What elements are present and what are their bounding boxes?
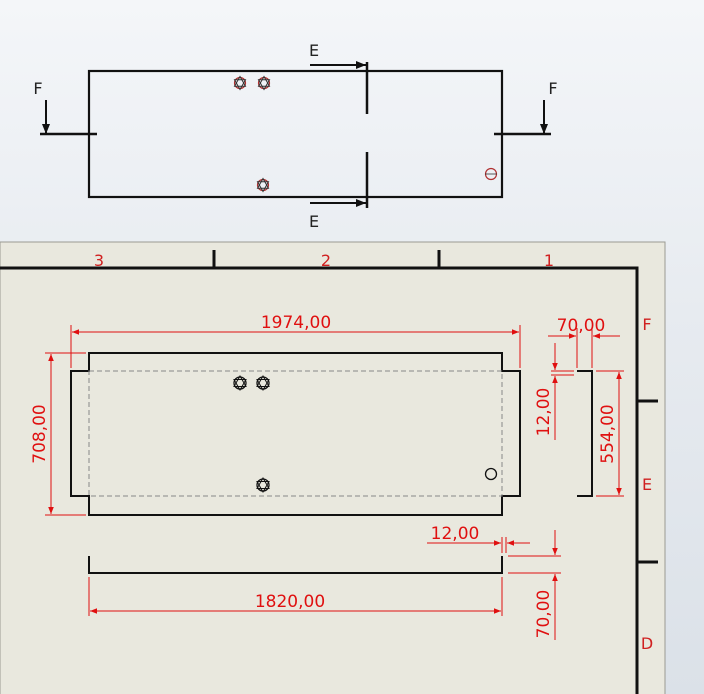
- dimension-annotations: 1974,00 708,00 70,00 12,00 554,00 12,00: [30, 313, 624, 640]
- section-label-f-left: F: [33, 79, 42, 98]
- model-top-view: E E F F: [33, 41, 557, 231]
- zone-column-2: 2: [321, 251, 331, 270]
- round-hole-icon: [484, 467, 498, 481]
- dimension-thickness-bottom: 12,00: [431, 524, 480, 544]
- top-view-outline: [87, 69, 504, 199]
- drawing-sheet: 3 2 1 F E D: [0, 241, 666, 694]
- bottom-section-view: [88, 556, 503, 574]
- dimension-flange-width-top: 70,00: [557, 316, 606, 336]
- dimension-inner-length: 1820,00: [255, 592, 325, 612]
- zone-column-1: 1: [544, 251, 554, 270]
- dimension-overall-height: 708,00: [30, 404, 50, 463]
- dimension-side-height: 554,00: [598, 404, 618, 463]
- dimension-thickness-side: 12,00: [534, 388, 554, 437]
- section-label-f-right: F: [548, 79, 557, 98]
- bend-lines: [88, 370, 503, 497]
- sheet-background: [0, 241, 666, 694]
- side-section-view: [577, 370, 593, 497]
- zone-row-e: E: [642, 475, 652, 494]
- zone-column-3: 3: [94, 251, 104, 270]
- zone-row-f: F: [642, 315, 651, 334]
- hole-icon: [233, 75, 247, 91]
- zone-row-d: D: [641, 634, 653, 653]
- hole-icon: [257, 75, 271, 91]
- section-label-e-top: E: [309, 41, 319, 60]
- flat-pattern-view: [70, 352, 521, 516]
- dimension-flange-width-bottom: 70,00: [534, 590, 554, 639]
- dimension-overall-length: 1974,00: [261, 313, 331, 333]
- hole-icon: [256, 177, 270, 193]
- section-label-e-bottom: E: [309, 212, 319, 231]
- sheet-border: [0, 266, 639, 694]
